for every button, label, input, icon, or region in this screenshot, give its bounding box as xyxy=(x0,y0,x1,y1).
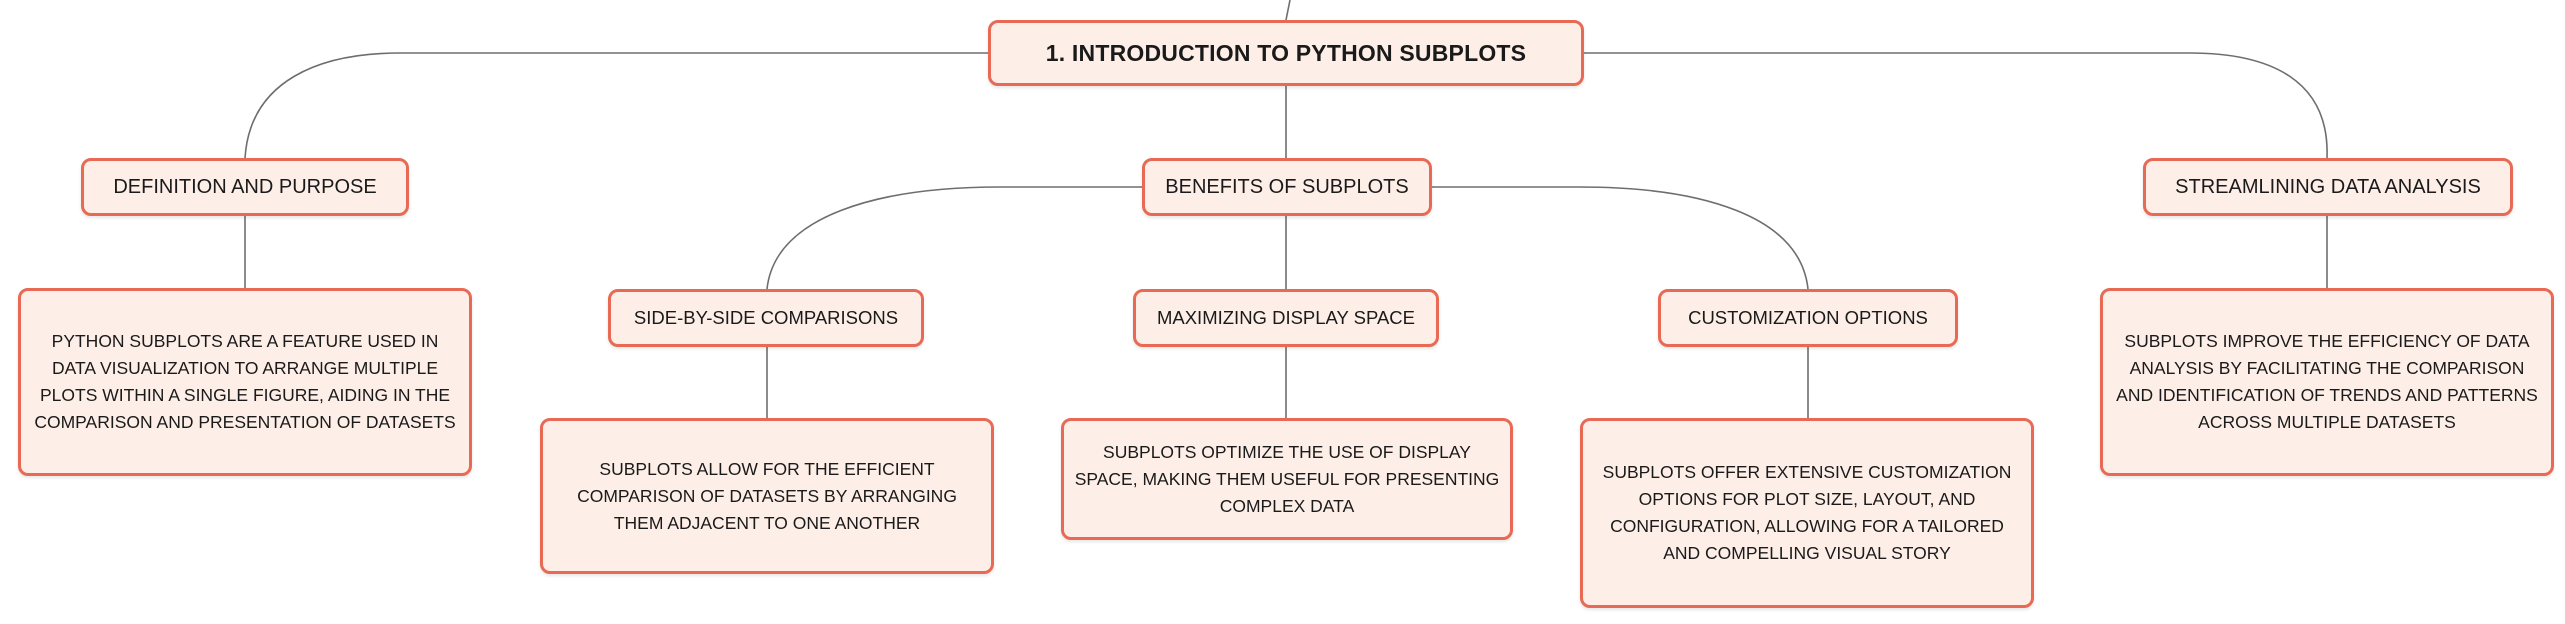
topic-customization-label: CUSTOMIZATION OPTIONS xyxy=(1688,307,1928,328)
connector-benefits-custom xyxy=(1430,186,1809,290)
detail-streamlining-text: SUBPLOTS IMPROVE THE EFFICIENCY OF DATA … xyxy=(2116,331,2538,432)
root-topic-label: 1. INTRODUCTION TO PYTHON SUBPLOTS xyxy=(1045,39,1527,66)
connector-root-top xyxy=(1285,0,1291,21)
detail-display-space-text: SUBPLOTS OPTIMIZE THE USE OF DISPLAY SPA… xyxy=(1074,441,1500,516)
root-topic[interactable]: 1. INTRODUCTION TO PYTHON SUBPLOTS xyxy=(988,20,1584,86)
topic-definition-label: DEFINITION AND PURPOSE xyxy=(113,175,377,198)
detail-display-space[interactable]: SUBPLOTS OPTIMIZE THE USE OF DISPLAY SPA… xyxy=(1061,418,1513,540)
detail-customization-text: SUBPLOTS OFFER EXTENSIVE CUSTOMIZATION O… xyxy=(1602,462,2012,563)
topic-side-by-side-comparisons[interactable]: SIDE-BY-SIDE COMPARISONS xyxy=(608,289,924,347)
connector-benefits-side xyxy=(766,186,1142,290)
topic-benefits-label: BENEFITS OF SUBPLOTS xyxy=(1165,175,1409,198)
topic-maximizing-display-space[interactable]: MAXIMIZING DISPLAY SPACE xyxy=(1133,289,1439,347)
detail-customization[interactable]: SUBPLOTS OFFER EXTENSIVE CUSTOMIZATION O… xyxy=(1580,418,2034,608)
topic-streamlining-label: STREAMLINING DATA ANALYSIS xyxy=(2175,175,2481,198)
topic-benefits-of-subplots[interactable]: BENEFITS OF SUBPLOTS xyxy=(1142,158,1432,216)
detail-definition-text: PYTHON SUBPLOTS ARE A FEATURE USED IN DA… xyxy=(34,331,456,432)
detail-side-by-side[interactable]: SUBPLOTS ALLOW FOR THE EFFICIENT COMPARI… xyxy=(540,418,994,574)
detail-definition[interactable]: PYTHON SUBPLOTS ARE A FEATURE USED IN DA… xyxy=(18,288,472,476)
detail-side-by-side-text: SUBPLOTS ALLOW FOR THE EFFICIENT COMPARI… xyxy=(577,458,957,533)
topic-display-space-label: MAXIMIZING DISPLAY SPACE xyxy=(1156,307,1416,328)
topic-streamlining-data-analysis[interactable]: STREAMLINING DATA ANALYSIS xyxy=(2143,158,2513,216)
topic-definition-and-purpose[interactable]: DEFINITION AND PURPOSE xyxy=(81,158,409,216)
connector-root-streamlining xyxy=(1580,52,2328,159)
connector-root-definition xyxy=(244,52,988,159)
topic-side-by-side-label: SIDE-BY-SIDE COMPARISONS xyxy=(633,307,899,328)
topic-customization-options[interactable]: CUSTOMIZATION OPTIONS xyxy=(1658,289,1958,347)
detail-streamlining[interactable]: SUBPLOTS IMPROVE THE EFFICIENCY OF DATA … xyxy=(2100,288,2554,476)
